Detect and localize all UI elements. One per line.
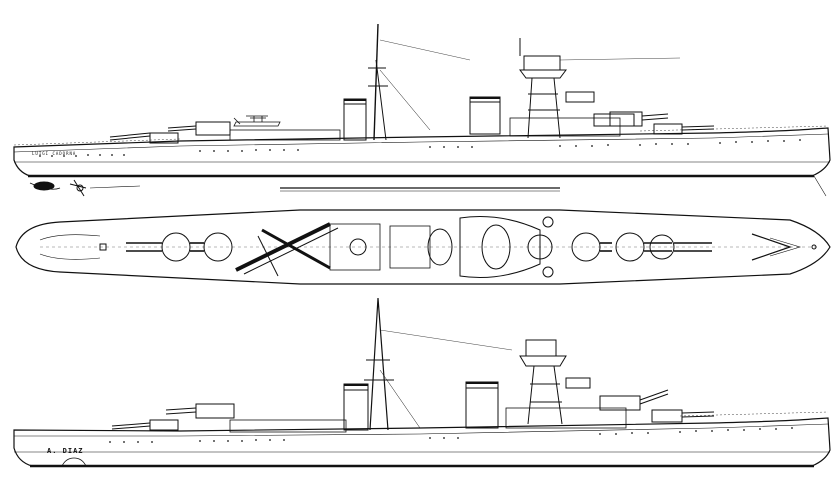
- bridge-tower-bottom: [505, 339, 669, 429]
- funnel-fwd-bottom: [465, 381, 499, 429]
- turret-fwd-bottom: [651, 409, 715, 423]
- funnel-aft-top: [343, 98, 367, 141]
- catapult-plan: [235, 222, 339, 277]
- hull-bottom: [13, 417, 831, 467]
- hull-plan: [15, 209, 831, 285]
- seaplane-top: [233, 115, 281, 127]
- mast-bottom: [364, 297, 513, 431]
- funnel-fwd-top: [469, 96, 501, 135]
- mast-top: [368, 23, 471, 141]
- profile-top: [13, 23, 831, 197]
- propellers-top: [29, 175, 827, 197]
- plan-view: [15, 209, 831, 285]
- turret-aft-bottom: [111, 403, 235, 431]
- funnel-aft-bottom: [343, 383, 369, 431]
- profile-bottom: [13, 297, 831, 468]
- turret-fwd-top: [609, 111, 715, 135]
- nameplate-top: LUIGI CADORNA: [32, 151, 77, 156]
- portholes-bottom: [109, 427, 793, 443]
- nameplate-bottom: A. DIAZ: [47, 447, 84, 455]
- portholes-top: [39, 139, 801, 157]
- bridge-tower-top: [509, 38, 681, 139]
- turrets-aft-plan: [126, 232, 233, 262]
- turrets-fwd-plan: [571, 232, 712, 262]
- turret-aft-top: [109, 121, 231, 144]
- hull-top: [13, 127, 831, 177]
